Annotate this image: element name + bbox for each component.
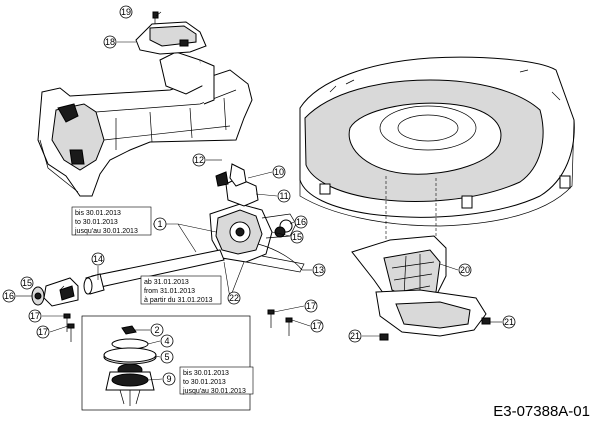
svg-text:20: 20 — [460, 265, 470, 275]
pulley-inset-frame — [81, 315, 251, 411]
svg-text:16: 16 — [296, 217, 306, 227]
svg-text:2: 2 — [154, 325, 159, 335]
callout-4: 4 — [160, 334, 174, 348]
note-until-30-01-2013-a: bis 30.01.2013 to 30.01.2013 jusqu'au 30… — [71, 206, 152, 236]
callout-17-left-a: 17 — [28, 309, 42, 323]
drawing-number: E3-07388A-01 — [493, 403, 590, 420]
svg-text:17: 17 — [30, 311, 40, 321]
screws-21 — [379, 317, 491, 341]
callout-9: 9 — [162, 372, 176, 386]
callout-19: 19 — [119, 5, 133, 19]
note3-line1: bis 30.01.2013 — [183, 370, 229, 377]
callout-18: 18 — [103, 35, 117, 49]
drive-shaft — [83, 249, 225, 295]
callout-14: 14 — [91, 252, 105, 266]
note-until-30-01-2013-b: bis 30.01.2013 to 30.01.2013 jusqu'au 30… — [179, 366, 254, 395]
svg-text:10: 10 — [274, 167, 284, 177]
svg-text:4: 4 — [164, 336, 169, 346]
callout-21-right: 21 — [502, 315, 516, 329]
callout-21-left: 21 — [348, 329, 362, 343]
gearbox-assembly — [209, 163, 305, 273]
callout-5: 5 — [160, 350, 174, 364]
mower-deck — [299, 56, 575, 300]
callout-15-wheel: 15 — [20, 276, 34, 290]
note2-line3: à partir du 31.01.2013 — [144, 297, 213, 304]
svg-text:1: 1 — [157, 219, 162, 229]
svg-text:21: 21 — [504, 317, 514, 327]
top-cover — [135, 21, 207, 55]
svg-text:11: 11 — [279, 191, 288, 201]
pulley-stack — [103, 325, 157, 406]
note-from-31-01-2013: ab 31.01.2013 from 31.01.2013 à partir d… — [140, 275, 222, 305]
rear-housing — [37, 51, 253, 197]
callout-22: 22 — [227, 291, 241, 305]
svg-text:22: 22 — [229, 293, 239, 303]
svg-text:19: 19 — [121, 7, 131, 17]
callout-17-right-b: 17 — [310, 319, 324, 333]
note2-line1: ab 31.01.2013 — [144, 279, 189, 286]
callout-16-gearbox: 16 — [294, 215, 308, 229]
note3-line3: jusqu'au 30.01.2013 — [182, 388, 246, 395]
note1-line2: to 30.01.2013 — [75, 219, 118, 226]
callout-15-gearbox: 15 — [290, 230, 304, 244]
svg-text:16: 16 — [4, 291, 14, 301]
callout-1: 1 — [153, 217, 167, 231]
svg-text:5: 5 — [164, 352, 169, 362]
callout-20: 20 — [458, 263, 472, 277]
note2-line2: from 31.01.2013 — [144, 288, 195, 295]
cover-screw — [152, 11, 159, 24]
callout-17-left-b: 17 — [36, 325, 50, 339]
wheel-bearing-assembly — [31, 277, 79, 307]
callout-13: 13 — [312, 263, 326, 277]
svg-text:9: 9 — [166, 374, 171, 384]
callout-12: 12 — [192, 153, 206, 167]
svg-text:18: 18 — [105, 37, 115, 47]
svg-text:15: 15 — [292, 232, 302, 242]
svg-text:17: 17 — [38, 327, 48, 337]
svg-text:21: 21 — [350, 331, 360, 341]
screws-17 — [63, 309, 293, 342]
grass-chute — [351, 235, 487, 337]
callout-17-right-a: 17 — [304, 299, 318, 313]
svg-text:17: 17 — [312, 321, 322, 331]
svg-text:13: 13 — [314, 265, 324, 275]
svg-text:12: 12 — [194, 155, 204, 165]
note1-line1: bis 30.01.2013 — [75, 210, 121, 217]
note3-line2: to 30.01.2013 — [183, 379, 226, 386]
callout-16-wheel: 16 — [2, 289, 16, 303]
svg-text:14: 14 — [93, 254, 103, 264]
callout-10: 10 — [272, 165, 286, 179]
callout-11: 11 — [277, 189, 291, 203]
svg-text:17: 17 — [306, 301, 316, 311]
callout-2: 2 — [150, 323, 164, 337]
note1-line3: jusqu'au 30.01.2013 — [74, 228, 138, 235]
svg-text:15: 15 — [22, 278, 32, 288]
